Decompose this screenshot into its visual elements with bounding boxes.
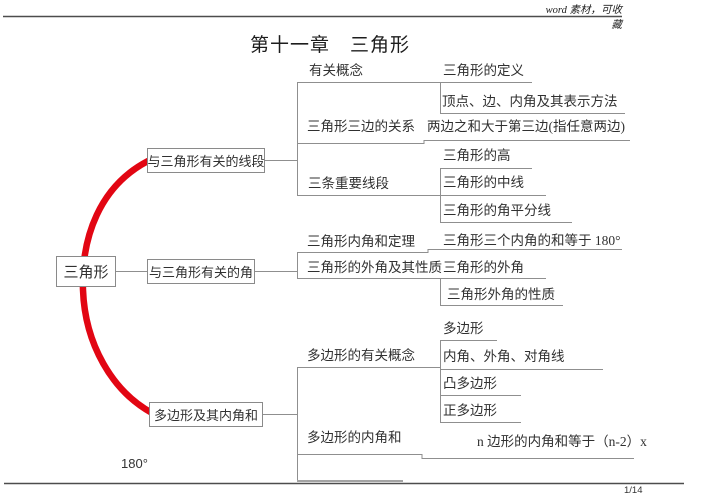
detail-triangle-definition: 三角形的定义 bbox=[443, 63, 524, 78]
detail-regular-polygon: 正多边形 bbox=[443, 403, 497, 418]
branch-node-segments: 与三角形有关的线段 bbox=[147, 148, 265, 173]
topic-three-important-segments: 三条重要线段 bbox=[308, 176, 389, 191]
topic-polygon-interior-sum: 多边形的内角和 bbox=[307, 430, 402, 445]
topic-concepts: 有关概念 bbox=[309, 63, 363, 78]
topic-three-sides-relation: 三角形三边的关系 bbox=[307, 119, 415, 134]
detail-triangle-height: 三角形的高 bbox=[443, 148, 511, 163]
detail-angle-bisector: 三角形的角平分线 bbox=[443, 203, 551, 218]
detail-angles-diagonals: 内角、外角、对角线 bbox=[443, 349, 565, 364]
page-number: 1/14 bbox=[624, 485, 643, 496]
detail-two-sides-sum: 两边之和大于第三边(指任意两边) bbox=[427, 119, 625, 134]
topic-polygon-concepts: 多边形的有关概念 bbox=[307, 348, 415, 363]
detail-vertex-side-angle: 顶点、边、内角及其表示方法 bbox=[442, 94, 618, 109]
detail-exterior-angle: 三角形的外角 bbox=[443, 260, 524, 275]
branch-node-polygons: 多边形及其内角和 bbox=[149, 402, 263, 427]
branch-node-angles: 与三角形有关的角 bbox=[147, 259, 255, 284]
detail-exterior-angle-property: 三角形外角的性质 bbox=[447, 287, 555, 302]
detail-polygon: 多边形 bbox=[443, 321, 484, 336]
topic-exterior-angle-properties: 三角形的外角及其性质 bbox=[307, 260, 442, 275]
formula-wrapped-text: 180° bbox=[121, 456, 148, 471]
connector-lines bbox=[114, 82, 634, 481]
topic-interior-angle-theorem: 三角形内角和定理 bbox=[307, 234, 415, 249]
detail-sum-180: 三角形三个内角的和等于 180° bbox=[443, 233, 621, 248]
root-node: 三角形 bbox=[56, 256, 116, 287]
page-title: 第十一章 三角形 bbox=[249, 35, 410, 56]
detail-convex-polygon: 凸多边形 bbox=[443, 376, 497, 391]
detail-ngon-formula: n 边形的内角和等于（n-2）x bbox=[477, 434, 647, 449]
red-brace bbox=[79, 157, 156, 417]
detail-triangle-median: 三角形的中线 bbox=[443, 175, 524, 190]
header-note: word 素材，可收藏 bbox=[545, 5, 622, 31]
